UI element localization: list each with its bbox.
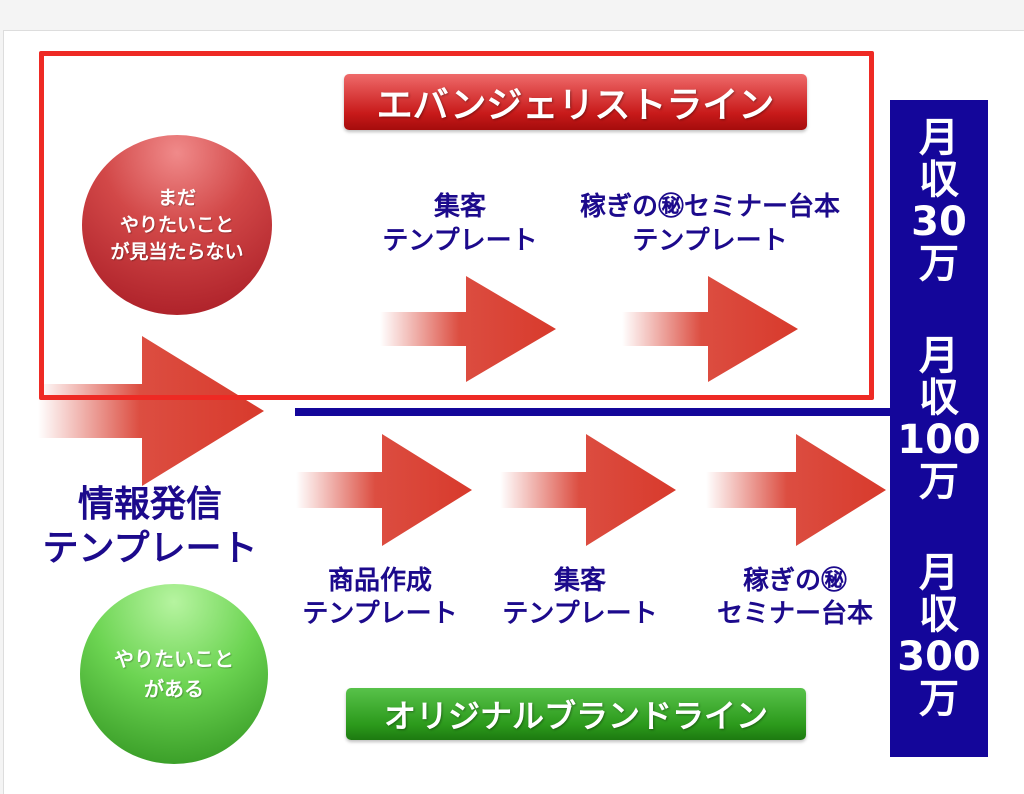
bottom-step-seminar-label: 稼ぎの㊙ セミナー台本	[716, 566, 873, 629]
top-step-seminar-label: 稼ぎの㊙セミナー台本 テンプレート	[579, 192, 840, 256]
bottom-arrow-3	[706, 434, 886, 546]
divider-line	[295, 408, 895, 416]
evangelist-line-banner: エバンジェリストライン	[344, 74, 807, 130]
has-goal-circle: やりたいこと がある	[80, 584, 268, 764]
no-goal-circle: まだ やりたいこと が見当たらない	[82, 135, 272, 315]
info-template-label: 情報発信 テンプレート	[42, 484, 258, 569]
top-arrow-2	[622, 276, 798, 382]
income-300-label: 月 収 300 万	[897, 550, 981, 722]
original-brand-line-banner: オリジナルブランドライン	[346, 688, 806, 740]
bottom-step-attract-label: 集客 テンプレート	[502, 566, 658, 629]
has-goal-circle-text: やりたいこと がある	[114, 647, 234, 701]
top-step-attract-label: 集客 テンプレート	[382, 192, 538, 256]
no-goal-circle-text: まだ やりたいこと が見当たらない	[110, 186, 244, 263]
top-arrow-1	[380, 276, 556, 382]
main-arrow	[38, 336, 264, 486]
income-100-label: 月 収 100 万	[897, 333, 981, 505]
bottom-step-product-label: 商品作成 テンプレート	[302, 566, 458, 629]
income-bar	[890, 100, 988, 757]
evangelist-line-frame	[39, 51, 874, 400]
bottom-arrow-2	[500, 434, 676, 546]
bottom-arrow-1	[296, 434, 472, 546]
income-30-label: 月 収 30 万	[911, 115, 967, 287]
